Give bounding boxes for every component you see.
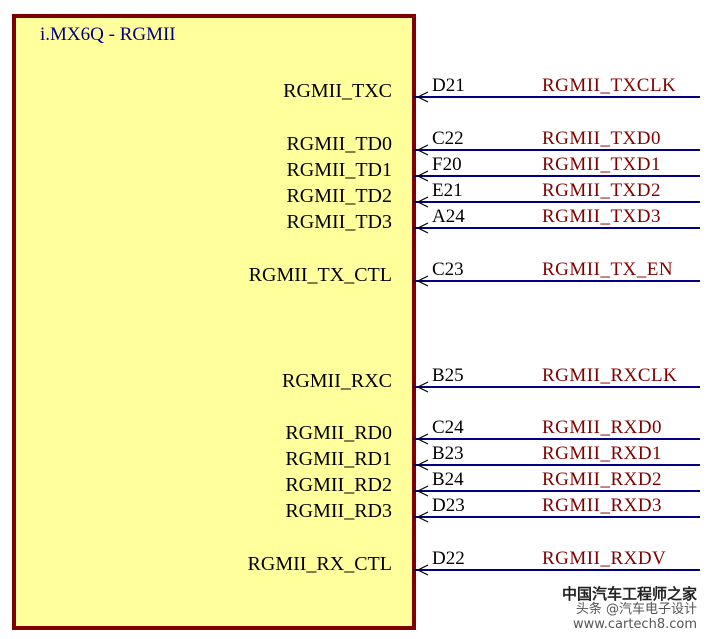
ball-id-rgmii-tx-ctl: C23 — [432, 259, 464, 280]
pin-arrow-icon — [416, 459, 429, 471]
pin-label-rgmii-rxc: RGMII_RXC — [281, 370, 392, 392]
pin-label-rgmii-td0: RGMII_TD0 — [286, 133, 392, 155]
pin-arrow-icon — [416, 222, 429, 234]
pin-label-rgmii-rd1: RGMII_RD1 — [285, 448, 392, 470]
imx6q-chip-symbol — [12, 14, 416, 630]
net-name-rgmii-tx-ctl: RGMII_TX_EN — [542, 259, 674, 280]
net-name-rgmii-txc: RGMII_TXCLK — [542, 75, 677, 96]
pin-arrow-icon — [416, 564, 429, 576]
net-name-rgmii-rd1: RGMII_RXD1 — [542, 443, 663, 464]
pin-label-rgmii-txc: RGMII_TXC — [283, 80, 392, 102]
watermark-url: www.cartech8.com — [573, 617, 697, 633]
net-name-rgmii-td2: RGMII_TXD2 — [542, 180, 661, 201]
pin-arrow-icon — [416, 485, 429, 497]
pin-arrow-icon — [416, 433, 429, 445]
ball-id-rgmii-rd0: C24 — [432, 417, 464, 438]
net-name-rgmii-rx-ctl: RGMII_RXDV — [542, 548, 667, 569]
pin-arrow-icon — [416, 381, 429, 393]
net-name-rgmii-rxc: RGMII_RXCLK — [542, 365, 678, 386]
ball-id-rgmii-rd1: B23 — [432, 443, 464, 464]
net-name-rgmii-td3: RGMII_TXD3 — [542, 206, 661, 227]
pin-label-rgmii-rd3: RGMII_RD3 — [285, 500, 392, 522]
pin-label-rgmii-td3: RGMII_TD3 — [286, 211, 392, 233]
net-name-rgmii-td0: RGMII_TXD0 — [542, 128, 661, 149]
ball-id-rgmii-txc: D21 — [432, 75, 465, 96]
net-name-rgmii-rd2: RGMII_RXD2 — [542, 469, 663, 490]
ball-id-rgmii-rx-ctl: D22 — [432, 548, 465, 569]
ball-id-rgmii-rd3: D23 — [432, 495, 465, 516]
pin-arrow-icon — [416, 91, 429, 103]
pin-arrow-icon — [416, 170, 429, 182]
ball-id-rgmii-td0: C22 — [432, 128, 464, 149]
pin-label-rgmii-rd2: RGMII_RD2 — [285, 474, 392, 496]
ball-id-rgmii-td3: A24 — [432, 206, 465, 227]
pin-label-rgmii-td2: RGMII_TD2 — [286, 185, 392, 207]
pin-arrow-icon — [416, 275, 429, 287]
pin-label-rgmii-tx-ctl: RGMII_TX_CTL — [248, 264, 392, 286]
pin-label-rgmii-rd0: RGMII_RD0 — [285, 422, 392, 444]
ball-id-rgmii-td2: E21 — [432, 180, 463, 201]
watermark-author: 头条 @汽车电子设计 — [575, 602, 697, 618]
pin-arrow-icon — [416, 196, 429, 208]
watermark-site-name: 中国汽车工程师之家 — [561, 584, 697, 603]
pin-arrow-icon — [416, 511, 429, 523]
net-name-rgmii-rd0: RGMII_RXD0 — [542, 417, 663, 438]
net-name-rgmii-td1: RGMII_TXD1 — [542, 154, 661, 175]
pin-label-rgmii-td1: RGMII_TD1 — [286, 159, 392, 181]
ball-id-rgmii-rxc: B25 — [432, 365, 464, 386]
pin-label-rgmii-rx-ctl: RGMII_RX_CTL — [247, 553, 392, 575]
ball-id-rgmii-td1: F20 — [432, 154, 462, 175]
chip-title: i.MX6Q - RGMII — [40, 24, 176, 45]
pin-arrow-icon — [416, 144, 429, 156]
net-name-rgmii-rd3: RGMII_RXD3 — [542, 495, 663, 516]
watermark: 中国汽车工程师之家 头条 @汽车电子设计 www.cartech8.com — [561, 584, 697, 633]
ball-id-rgmii-rd2: B24 — [432, 469, 464, 490]
